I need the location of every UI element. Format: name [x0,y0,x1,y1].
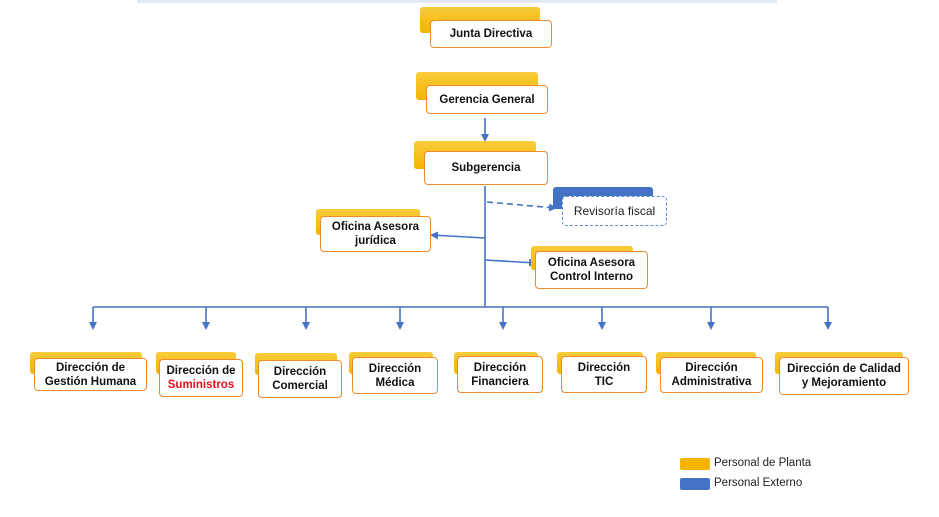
node-gerencia-general[interactable]: Gerencia General [426,85,548,114]
legend-swatch-planta [680,458,710,470]
top-divider [137,0,777,3]
node-label-line2: Suministros [167,379,235,391]
node-revisoria-fiscal[interactable]: Revisoría fiscal [562,196,667,226]
node-label-line1: Dirección de [166,365,236,377]
node-label-line2: Comercial [272,380,328,392]
node-label-line1: Dirección de [55,361,125,374]
connector-juridica [430,231,486,240]
node-label-line1: Oficina Asesora [547,257,636,269]
node-label-line2: Gestión Humana [44,375,137,388]
node-label: Junta Directiva [449,28,533,40]
node-label-line2: y Mejoramiento [801,377,887,389]
node-oficina-juridica[interactable]: Oficina Asesora jurídica [320,216,431,252]
node-label-line1: Dirección [273,366,327,378]
node-label-line2: TIC [594,375,614,388]
node-label-line1: Dirección [577,361,631,374]
node-label-line2: jurídica [355,235,396,247]
node-label-line1: Dirección [368,362,422,375]
node-subgerencia[interactable]: Subgerencia [424,151,548,185]
node-label-line1: Dirección de Calidad [787,363,901,375]
node-direccion-suministros[interactable]: Dirección de Suministros [159,359,243,397]
node-label-line2: Financiera [471,375,529,388]
legend-label-planta: Personal de Planta [714,457,812,469]
node-label: Gerencia General [439,93,535,106]
node-label-line2: Control Interno [549,271,634,283]
node-label-line1: Oficina Asesora [331,221,420,233]
node-label-line2: Médica [375,376,415,389]
connector-control [484,258,537,267]
connector-revisoria [486,201,557,212]
node-label-line1: Dirección [473,361,527,374]
node-label: Subgerencia [451,162,521,174]
node-label-line2: Administrativa [671,376,752,388]
node-junta-directiva[interactable]: Junta Directiva [430,20,552,48]
legend-label-externo: Personal Externo [714,477,803,489]
node-direccion-calidad[interactable]: Dirección de Calidad y Mejoramiento [779,357,909,395]
legend-swatch-externo [680,478,710,490]
node-label-line1: Dirección [685,362,738,374]
node-label: Revisoría fiscal [573,204,656,218]
